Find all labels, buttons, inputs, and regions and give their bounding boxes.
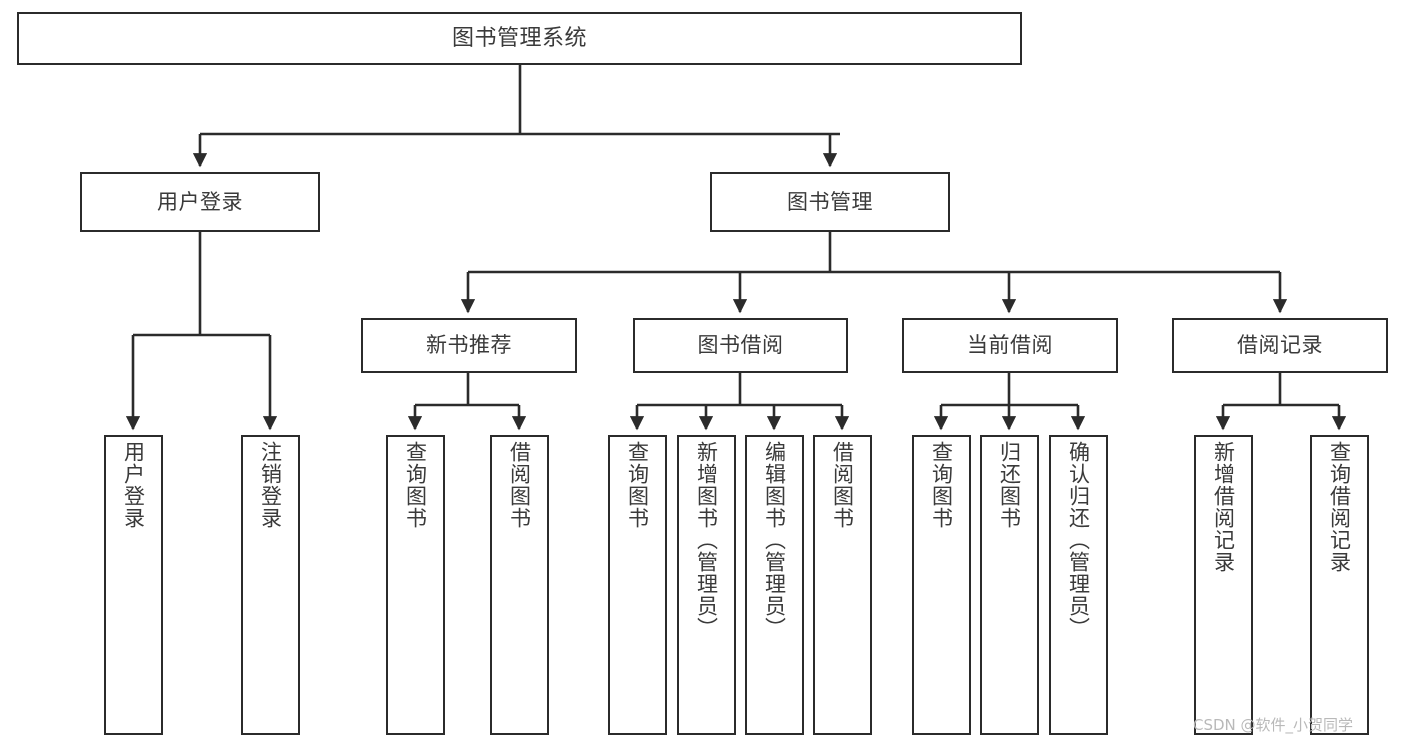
leaf-return-book-label: 归还图书 bbox=[997, 441, 1022, 529]
leaf-query-book-2-label: 查询图书 bbox=[625, 441, 650, 529]
node-new-book-recommend[interactable]: 新书推荐 bbox=[361, 318, 577, 373]
leaf-user-login-label: 用户登录 bbox=[121, 441, 146, 529]
leaf-confirm-return[interactable]: 确认归还（管理员） bbox=[1049, 435, 1108, 735]
leaf-add-book[interactable]: 新增图书（管理员） bbox=[677, 435, 736, 735]
leaf-borrow-book-2[interactable]: 借阅图书 bbox=[813, 435, 872, 735]
leaf-return-book[interactable]: 归还图书 bbox=[980, 435, 1039, 735]
leaf-logout-login-label: 注销登录 bbox=[258, 441, 283, 529]
node-user-login-label: 用户登录 bbox=[157, 189, 243, 214]
node-book-borrow-label: 图书借阅 bbox=[697, 333, 784, 358]
node-user-login[interactable]: 用户登录 bbox=[80, 172, 320, 232]
leaf-query-book-3[interactable]: 查询图书 bbox=[912, 435, 971, 735]
leaf-edit-book[interactable]: 编辑图书（管理员） bbox=[745, 435, 804, 735]
node-current-borrow[interactable]: 当前借阅 bbox=[902, 318, 1118, 373]
leaf-confirm-return-label: 确认归还（管理员） bbox=[1066, 441, 1091, 639]
node-borrow-record-label: 借阅记录 bbox=[1237, 333, 1323, 358]
leaf-query-book-1[interactable]: 查询图书 bbox=[386, 435, 445, 735]
leaf-borrow-book-2-label: 借阅图书 bbox=[830, 441, 855, 529]
leaf-query-book-3-label: 查询图书 bbox=[929, 441, 954, 529]
leaf-borrow-book-1[interactable]: 借阅图书 bbox=[490, 435, 549, 735]
csdn-watermark: CSDN @软件_小贺同学 bbox=[1193, 716, 1354, 734]
leaf-query-record[interactable]: 查询借阅记录 bbox=[1310, 435, 1369, 735]
node-book-borrow[interactable]: 图书借阅 bbox=[633, 318, 848, 373]
leaf-query-record-label: 查询借阅记录 bbox=[1327, 441, 1352, 573]
node-current-borrow-label: 当前借阅 bbox=[967, 333, 1053, 358]
leaf-query-book-2[interactable]: 查询图书 bbox=[608, 435, 667, 735]
node-root[interactable]: 图书管理系统 bbox=[17, 12, 1022, 65]
leaf-logout-login[interactable]: 注销登录 bbox=[241, 435, 300, 735]
leaf-borrow-book-1-label: 借阅图书 bbox=[507, 441, 532, 529]
leaf-add-book-label: 新增图书（管理员） bbox=[694, 441, 719, 639]
node-root-label: 图书管理系统 bbox=[451, 25, 587, 51]
node-book-manage[interactable]: 图书管理 bbox=[710, 172, 950, 232]
node-borrow-record[interactable]: 借阅记录 bbox=[1172, 318, 1388, 373]
leaf-edit-book-label: 编辑图书（管理员） bbox=[762, 441, 787, 639]
leaf-query-book-1-label: 查询图书 bbox=[403, 441, 428, 529]
leaf-add-record-label: 新增借阅记录 bbox=[1211, 441, 1236, 573]
node-book-manage-label: 图书管理 bbox=[787, 189, 873, 214]
leaf-user-login[interactable]: 用户登录 bbox=[104, 435, 163, 735]
node-new-book-recommend-label: 新书推荐 bbox=[426, 333, 512, 358]
leaf-add-record[interactable]: 新增借阅记录 bbox=[1194, 435, 1253, 735]
